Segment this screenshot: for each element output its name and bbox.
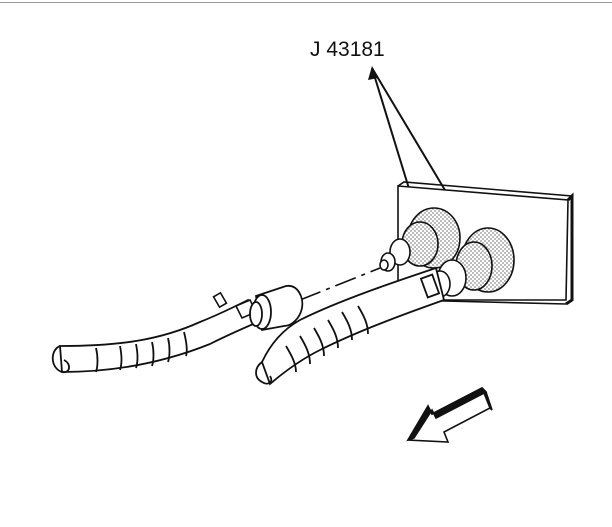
fitting-left	[379, 238, 411, 272]
hose-left-coupler	[249, 285, 304, 332]
hose-right	[255, 266, 446, 386]
connection-path-dashed	[299, 267, 381, 301]
hose-left	[51, 298, 260, 374]
direction-arrow	[406, 386, 493, 443]
top-border-rule	[0, 2, 612, 3]
tool-callout-label: J 43181	[310, 38, 385, 61]
